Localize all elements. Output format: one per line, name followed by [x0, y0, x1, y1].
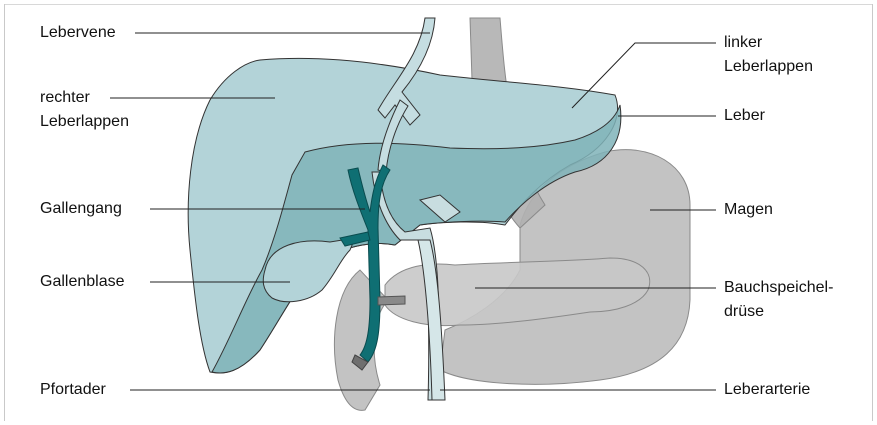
label-gallengang: Gallengang	[40, 199, 122, 219]
label-bauchspeicheldruese: Bauchspeichel- drüse	[724, 276, 833, 324]
label-leberarterie: Leberarterie	[724, 380, 810, 400]
label-rechter-leberlappen-line2: Leberlappen	[40, 110, 129, 134]
label-bauchspeicheldruese-line2: drüse	[724, 300, 833, 324]
label-rechter-leberlappen-line1: rechter	[40, 86, 129, 110]
label-pfortader: Pfortader	[40, 380, 106, 400]
label-gallenblase: Gallenblase	[40, 272, 125, 292]
pancreatic-duct-shape	[378, 296, 405, 305]
label-lebervene: Lebervene	[40, 23, 116, 43]
label-bauchspeicheldruese-line1: Bauchspeichel-	[724, 276, 833, 300]
label-linker-leberlappen: linker Leberlappen	[724, 31, 813, 79]
label-linker-leberlappen-line1: linker	[724, 31, 813, 55]
label-rechter-leberlappen: rechter Leberlappen	[40, 86, 129, 134]
label-linker-leberlappen-line2: Leberlappen	[724, 55, 813, 79]
label-leber: Leber	[724, 106, 765, 126]
label-magen: Magen	[724, 200, 773, 220]
